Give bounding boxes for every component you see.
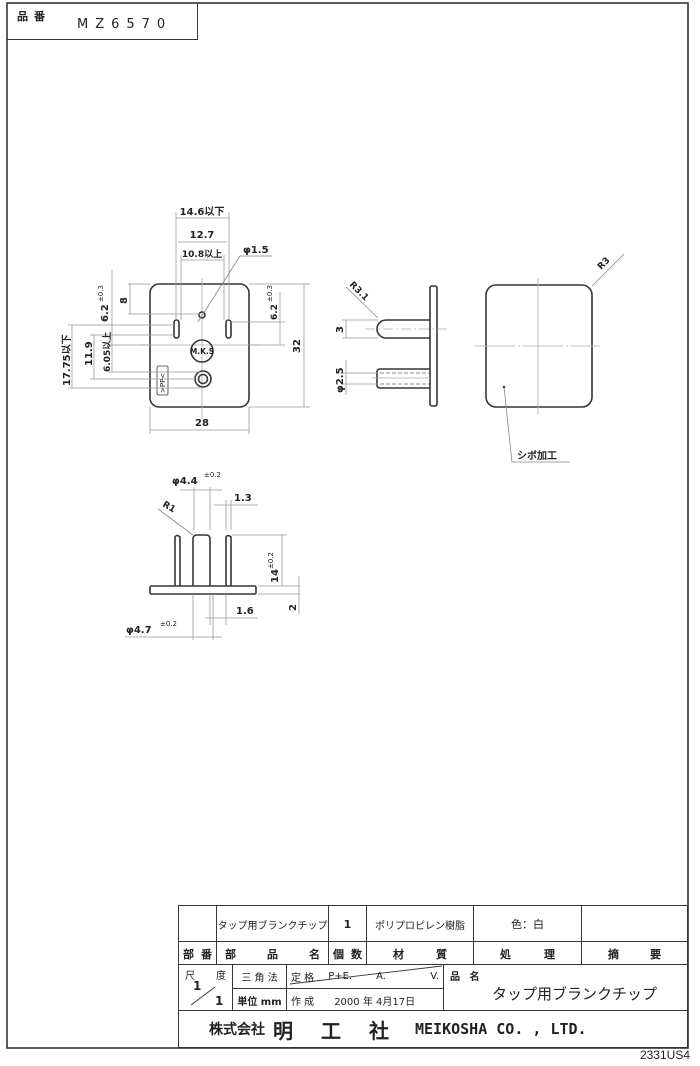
side-view: R3.1 3 φ2.5 (335, 280, 450, 407)
product-name: タップ用ブランクチップ (492, 985, 658, 1003)
small-hole (198, 311, 206, 319)
parts-qty: 1 (328, 906, 366, 942)
scale-denominator: 1 (215, 994, 224, 1008)
front-view: M.K.S >PP< 14.6以下 12.7 10.8以上 φ1.5 (61, 206, 310, 434)
svg-text:±0.2: ±0.2 (267, 552, 275, 569)
bottom-base (149, 585, 257, 595)
parts-part-no (178, 906, 216, 942)
dim-back-radius: R3 (596, 256, 612, 272)
side-pin-upper (376, 319, 430, 339)
back-view: R3 シボ加工 (475, 253, 625, 463)
dim-bottom-gap: 1.6 (236, 606, 254, 617)
title-block: タップ用ブランクチップ 1 ポリプロピレン樹脂 色：白 部番 部品名 個数 材質… (178, 905, 688, 1048)
svg-text:φ4.4: φ4.4 (172, 476, 198, 487)
parts-treatment: 色：白 (473, 906, 581, 942)
standard-row: 定 格 P+E. A. V. (287, 965, 443, 989)
bottom-pin-center (192, 534, 211, 586)
dim-width-max: 14.6以下 (180, 206, 225, 218)
header-part-no: 部番 (178, 942, 216, 965)
product-name-label: 品 名 (450, 972, 483, 983)
parts-part-name: タップ用ブランクチップ (216, 906, 328, 942)
drawing-code: 2331US4 (639, 1048, 690, 1062)
scale-cell: 尺 度 1 1 (178, 965, 232, 1011)
company-cell: 株式会社 明 工 社 MEIKOSHA CO. , LTD. (178, 1011, 688, 1047)
dim-span-min: 6.05以上 (101, 332, 113, 372)
scale-numerator: 1 (193, 979, 202, 993)
pin-hole-inner (197, 373, 209, 385)
company-name-jp: 明 工 社 (273, 1018, 393, 1043)
dim-span-max: 17.75以下 (61, 334, 73, 386)
svg-text:±0.3: ±0.3 (266, 285, 274, 302)
created-label: 作 成 (291, 996, 315, 1008)
company-prefix: 株式会社 (209, 1022, 265, 1038)
standard-label: 定 格 (291, 973, 315, 984)
dim-left-offset: 6.2 ±0.3 (97, 285, 111, 322)
parts-remarks (581, 906, 688, 942)
svg-text:±0.2: ±0.2 (160, 620, 177, 628)
front-outline (149, 283, 250, 408)
dim-bottom-base-thickness: 2 (288, 604, 299, 611)
projection-method: 三 角 法 (233, 965, 286, 989)
slot-right (225, 319, 232, 339)
svg-text:φ4.7: φ4.7 (126, 625, 152, 636)
dim-bottom-thin-pin: 1.3 (234, 493, 252, 504)
dim-side-pin-width: 3 (335, 326, 346, 333)
parts-row: タップ用ブランクチップ 1 ポリプロピレン樹脂 色：白 (178, 905, 688, 942)
part-number-box: 品番 MZ6570 (7, 3, 198, 40)
svg-text:6.2: 6.2 (270, 304, 280, 320)
part-number-label: 品番 (17, 10, 51, 23)
product-name-cell: 品 名 タップ用ブランクチップ (443, 965, 688, 1011)
created-date: 2000 年 4月17日 (334, 996, 416, 1008)
dim-top-offset: 8 (119, 297, 130, 304)
dim-right-offset: 6.2 ±0.3 (266, 285, 280, 320)
dim-side-pin-dia: φ2.5 (335, 367, 346, 393)
pin-hole-outer (194, 370, 212, 388)
dim-width-total: 28 (195, 418, 209, 429)
part-number-value: MZ6570 (77, 17, 173, 32)
unit-label: 単位 mm (237, 996, 282, 1008)
header-row: 部番 部品名 個数 材質 処理 摘要 (178, 941, 688, 965)
bottom-pin-left (174, 534, 181, 586)
bottom-view: φ4.4 ±0.2 1.3 R1 14 ±0.2 2 (125, 471, 300, 640)
side-plate (429, 285, 438, 407)
dim-bottom-dia-bottom: φ4.7 ±0.2 (126, 620, 177, 636)
projection-unit-cells: 三 角 法 単位 mm (232, 965, 286, 1011)
header-part-name: 部品名 (216, 942, 328, 965)
info-row: 尺 度 1 1 三 角 法 単位 mm 定 格 P+E. A. V. 作 成 (178, 964, 688, 1011)
header-treatment: 処理 (473, 942, 581, 965)
pp-mark-text: >PP< (159, 373, 167, 393)
dim-height-total: 32 (292, 339, 303, 353)
header-qty: 個数 (328, 942, 366, 965)
sheet-border (6, 2, 689, 1049)
dim-bottom-height: 14 ±0.2 (267, 552, 281, 583)
dim-bottom-dia-top: φ4.4 ±0.2 (172, 471, 221, 487)
header-material: 材質 (366, 942, 473, 965)
bottom-pin-right (225, 534, 232, 586)
dim-hole-dia: φ1.5 (243, 245, 269, 256)
company-row: 株式会社 明 工 社 MEIKOSHA CO. , LTD. (178, 1010, 688, 1048)
header-remarks: 摘要 (581, 942, 688, 965)
svg-text:±0.2: ±0.2 (204, 471, 221, 479)
svg-text:±0.3: ±0.3 (97, 285, 105, 302)
texture-note: シボ加工 (517, 449, 557, 462)
created-row: 作 成 2000 年 4月17日 (287, 989, 443, 1011)
dim-span: 11.9 (84, 341, 95, 366)
company-name-en: MEIKOSHA CO. , LTD. (415, 1020, 587, 1038)
standard-created-cells: 定 格 P+E. A. V. 作 成 2000 年 4月17日 (286, 965, 443, 1011)
dim-width-min: 10.8以上 (182, 248, 222, 260)
mks-logo-text: M.K.S (190, 347, 214, 356)
side-pin-lower (376, 368, 430, 389)
svg-text:14: 14 (270, 569, 281, 583)
svg-text:6.2: 6.2 (100, 304, 111, 322)
parts-material: ポリプロピレン樹脂 (366, 906, 473, 942)
dim-pitch: 12.7 (190, 230, 215, 241)
pp-mark-box (156, 365, 169, 396)
mks-logo-circle (190, 339, 214, 363)
slot-left (173, 319, 180, 339)
